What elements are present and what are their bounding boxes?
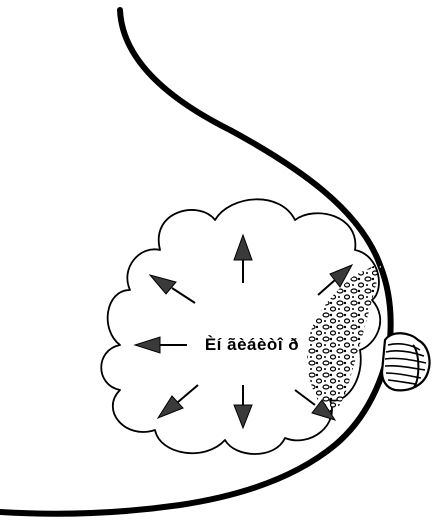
center-label: Èí ãèáèòî ð [205,335,299,354]
nipple [382,333,430,390]
